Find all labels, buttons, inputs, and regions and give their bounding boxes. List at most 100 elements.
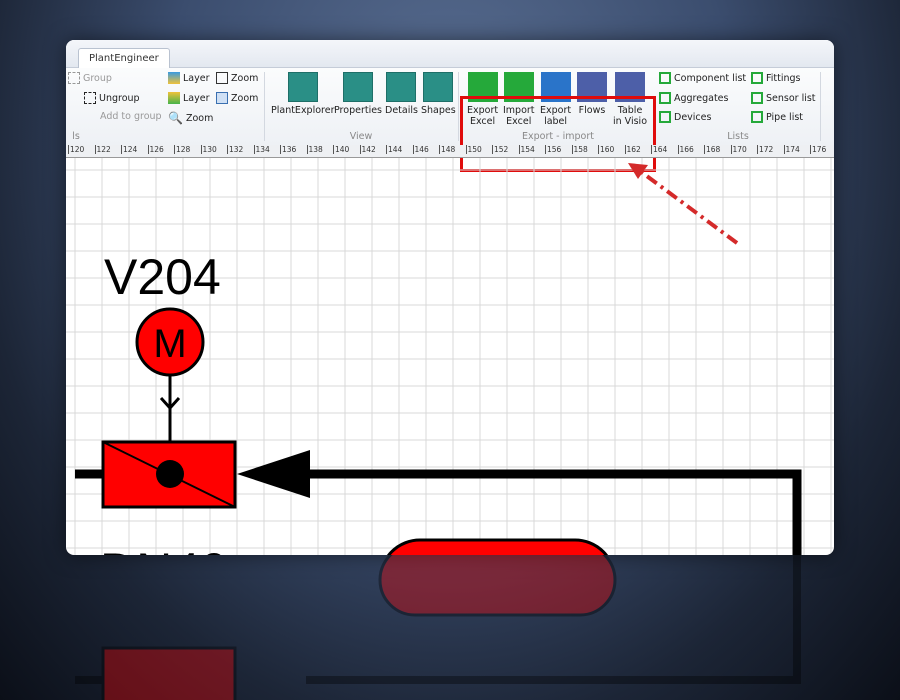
list-icon: [659, 92, 671, 104]
ruler-tick-label: 144: [386, 145, 403, 154]
label-line: label: [544, 116, 568, 127]
ruler-tick-label: 140: [333, 145, 350, 154]
button-label: Details: [385, 105, 418, 116]
group-button[interactable]: Group: [68, 72, 112, 84]
valve-tag: V204: [104, 249, 221, 305]
info-icon: [386, 72, 417, 102]
label-line: Excel: [506, 116, 532, 127]
list-icon: [659, 72, 671, 84]
plantexplorer-icon: [287, 72, 318, 102]
ruler-tick-label: 166: [677, 145, 694, 154]
app-window: PlantEngineer Group Ungroup Add to group…: [66, 40, 834, 555]
zoom-button-2[interactable]: Zoom: [216, 92, 258, 104]
zoom-label: Zoom: [231, 72, 259, 84]
plantexplorer-button[interactable]: PlantExplorer: [271, 72, 335, 116]
controller-bubble: [386, 538, 609, 555]
zoom-page-icon: [216, 92, 228, 104]
drawing-canvas[interactable]: V204MDN40FRC: [66, 158, 834, 555]
button-label: Shapes: [421, 105, 456, 116]
layer-label: Layer: [183, 72, 210, 84]
button-label: Properties: [334, 105, 383, 116]
shapes-button[interactable]: Shapes: [421, 72, 456, 116]
shapes-icon: [423, 72, 454, 102]
ruler-tick-label: 160: [598, 145, 615, 154]
divider: [820, 72, 821, 141]
list-icon: [659, 111, 671, 123]
ruler-tick-label: 154: [518, 145, 535, 154]
label-line: Export: [467, 105, 499, 116]
list-icon: [751, 72, 763, 84]
ruler-tick-label: 176: [810, 145, 827, 154]
ruler-tick-label: 152: [492, 145, 509, 154]
item-label: Aggregates: [674, 92, 729, 104]
pipe-size-label: DN40: [100, 543, 228, 555]
ruler-tick-label: 128: [174, 145, 191, 154]
reflection: [75, 555, 801, 700]
item-label: Fittings: [766, 72, 801, 84]
ungroup-button[interactable]: Ungroup: [84, 92, 140, 104]
pipe-line: [310, 469, 802, 555]
item-label: Devices: [674, 111, 712, 123]
ruler-tick-label: 156: [545, 145, 562, 154]
group-label: Group: [83, 72, 112, 84]
ruler-tick-label: 142: [359, 145, 376, 154]
flow-arrow-icon: [237, 450, 310, 498]
label-line: Import: [503, 105, 535, 116]
ruler-tick-label: 148: [439, 145, 456, 154]
item-label: Component list: [674, 72, 747, 84]
ruler-tick-label: 126: [147, 145, 164, 154]
ruler-tick-label: 134: [253, 145, 270, 154]
zoom-button-1[interactable]: Zoom: [216, 72, 258, 84]
layer-button-1[interactable]: Layer: [168, 72, 210, 84]
layer-label: Layer: [183, 92, 210, 104]
lists-group-label: Lists: [727, 131, 749, 142]
ungroup-label: Ungroup: [99, 92, 140, 104]
ruler-tick-label: 174: [783, 145, 800, 154]
pipe-list-button[interactable]: Pipe list: [751, 111, 803, 123]
list-icon: [751, 111, 763, 123]
component-list-button[interactable]: Component list: [659, 72, 746, 84]
gear-icon: [343, 72, 373, 102]
ruler-tick-label: 124: [121, 145, 138, 154]
ruler-tick-label: 132: [227, 145, 244, 154]
ruler-tick-label: 136: [280, 145, 297, 154]
ruler-tick-label: 122: [94, 145, 111, 154]
ruler-tick-label: 162: [624, 145, 641, 154]
ribbon: Group Ungroup Add to group Layer Layer 🔍…: [66, 68, 834, 172]
ruler-tick-label: 164: [651, 145, 668, 154]
group-icon: [68, 72, 80, 84]
fittings-button[interactable]: Fittings: [751, 72, 801, 84]
zoom-label: Zoom: [185, 112, 214, 124]
divider: [458, 72, 459, 141]
valve-dot: [156, 460, 184, 488]
ruler-tick-label: 150: [465, 145, 482, 154]
view-group-label: View: [349, 131, 373, 142]
label-line: Flows: [578, 105, 606, 116]
aggregates-button[interactable]: Aggregates: [659, 92, 728, 104]
layer-button-2[interactable]: Layer: [168, 92, 210, 104]
zoom-fit-icon: [216, 72, 228, 84]
sensor-list-button[interactable]: Sensor list: [751, 92, 816, 104]
properties-button[interactable]: Properties: [334, 72, 382, 116]
details-button[interactable]: Details: [385, 72, 418, 116]
zoom-button-3[interactable]: 🔍Zoom: [168, 111, 213, 125]
item-label: Pipe list: [766, 111, 804, 123]
devices-button[interactable]: Devices: [659, 111, 711, 123]
motor-label: M: [153, 322, 186, 366]
chevron-down-icon: [159, 396, 181, 411]
divider: [264, 72, 265, 141]
magnifier-icon: 🔍: [168, 111, 183, 125]
add-to-group-button[interactable]: Add to group: [100, 111, 162, 122]
item-label: Sensor list: [766, 92, 816, 104]
ribbon-tabs: PlantEngineer: [66, 40, 834, 69]
arrowhead-icon: [628, 163, 648, 179]
tab-plantengineer[interactable]: PlantEngineer: [78, 48, 170, 69]
ruler-tick-label: 120: [68, 145, 85, 154]
tools-group-label: ls: [72, 131, 80, 142]
ruler-tick-label: 168: [704, 145, 721, 154]
button-label: PlantExplorer: [271, 105, 335, 116]
add-to-group-label: Add to group: [100, 111, 162, 122]
ruler-tick-label: 158: [571, 145, 588, 154]
ruler-tick-label: 130: [200, 145, 217, 154]
